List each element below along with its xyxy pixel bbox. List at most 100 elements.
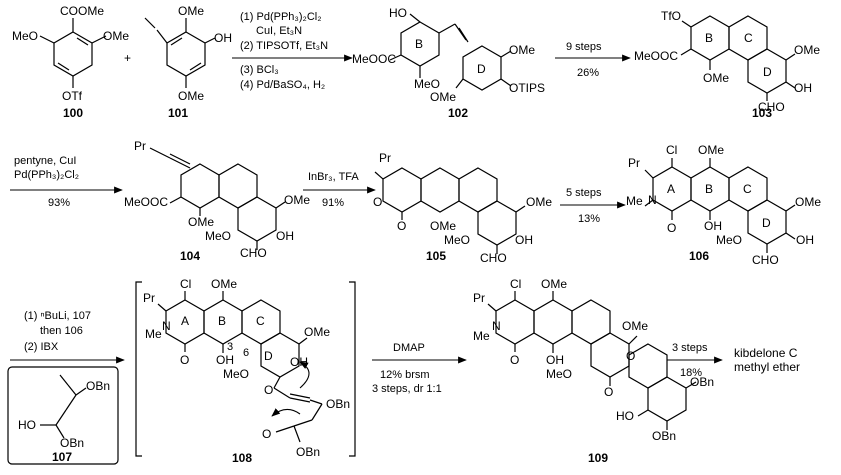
compound-108-sub-16: O	[264, 383, 273, 397]
compound-103-sub-1: MeOOC	[634, 49, 678, 63]
compound-107: OBn HO OBn 107	[7, 366, 119, 465]
compound-106-sub-14: CHO	[752, 253, 779, 267]
compound-108: Cl OMe Pr N A B C OMe Me O 3 OH 6 D OH M…	[143, 277, 350, 465]
compound-103-sub-6: OMe	[794, 43, 820, 57]
compound-101: OMe OH OMe 101	[144, 4, 232, 120]
compound-104-sub-5: OH	[276, 229, 294, 243]
compound-108-sub-13: D	[264, 349, 273, 363]
compound-103-sub-4: OMe	[703, 71, 729, 85]
arrow-5: 5 steps 13%	[560, 187, 626, 225]
arrow-8: 3 steps 18%	[667, 342, 723, 379]
compound-106: Cl OMe Pr N A B C OMe Me O OH D OH MeO C…	[626, 143, 821, 267]
compound-109-sub-9: O	[626, 349, 635, 363]
compound-104-sub-4: MeO	[205, 229, 231, 243]
compound-101-sub-1: OH	[214, 31, 232, 45]
arrow-8-below: 18%	[680, 367, 702, 379]
arrow-1-above-1: CuI, Et₃N	[256, 25, 302, 37]
arrow-6-above-1: then 106	[40, 325, 83, 337]
arrow-7-below-1: 3 steps, dr 1:1	[372, 383, 442, 395]
compound-105: Pr O O OMe OMe MeO OH CHO 105	[373, 151, 552, 265]
arrow-4-below: 91%	[322, 197, 344, 209]
compound-107-number: 107	[52, 450, 72, 464]
compound-109-bonds	[487, 291, 697, 430]
compound-103-sub-8: CHO	[758, 100, 785, 114]
compound-103-number: 103	[752, 106, 772, 120]
compound-102-sub-7: OTIPS	[509, 81, 545, 95]
compound-102: HO MeOOC B OMe MeO OMe D OTIPS 102	[352, 6, 545, 120]
product-line-2: methyl ether	[734, 360, 800, 374]
compound-109-sub-5: Me	[473, 329, 490, 343]
compound-106-sub-12: OH	[796, 233, 814, 247]
compound-108-sub-19: OBn	[296, 445, 320, 459]
compound-101-number: 101	[168, 106, 188, 120]
compound-104-sub-6: CHO	[240, 246, 267, 260]
compound-103-sub-2: B	[705, 31, 713, 45]
compound-103-sub-0: TfO	[661, 9, 681, 23]
arrow-1-below-0: (3) BCl₃	[240, 64, 279, 76]
compound-105-sub-6: OH	[515, 233, 533, 247]
compound-100: COOMe MeO OMe OTf 100	[12, 4, 129, 120]
bracket-left	[135, 281, 142, 457]
compound-105-sub-3: OMe	[526, 195, 552, 209]
compound-104-sub-2: OMe	[188, 215, 214, 229]
compound-104-sub-3: OMe	[284, 193, 310, 207]
compound-103-bonds	[680, 15, 796, 101]
compound-106-sub-13: MeO	[716, 233, 742, 247]
arrow-6-above-0: (1) ⁿBuLi, 107	[24, 310, 91, 322]
compound-107-sub-0: OBn	[86, 379, 110, 393]
arrow-2-below: 26%	[577, 67, 599, 79]
compound-102-number: 102	[448, 106, 468, 120]
bracket-right	[349, 281, 356, 457]
compound-109-sub-7: OH	[546, 353, 564, 367]
compound-102-sub-6: D	[477, 62, 486, 76]
arrow-1: (1) Pd(PPh₃)₂Cl₂ CuI, Et₃N (2) TIPSOTf, …	[232, 11, 353, 91]
compound-107-bonds	[40, 374, 87, 439]
product-line-1: kibdelone C	[734, 346, 798, 360]
compound-105-sub-4: OMe	[430, 219, 456, 233]
compound-109-sub-0: Cl	[510, 277, 521, 291]
compound-106-sub-6: C	[743, 182, 752, 196]
compound-100-sub-3: OTf	[62, 89, 83, 103]
compound-108-sub-2: Pr	[143, 291, 155, 305]
compound-108-sub-3: N	[162, 319, 171, 333]
arrow-1-above-2: (2) TIPSOTf, Et₃N	[240, 40, 328, 52]
compound-105-bonds	[374, 167, 526, 254]
compound-108-sub-18: O	[262, 427, 271, 441]
compound-109-sub-4: OMe	[622, 319, 648, 333]
compound-108-sub-14: OH	[290, 355, 308, 369]
compound-109-sub-6: O	[510, 353, 519, 367]
compound-106-number: 106	[689, 249, 709, 263]
compound-103-sub-3: C	[744, 31, 753, 45]
compound-106-sub-10: OH	[704, 219, 722, 233]
compound-108-sub-7: OMe	[304, 325, 330, 339]
compound-109: Cl OMe Pr N OMe Me O OH MeO O O OBn HO O…	[473, 277, 714, 465]
compound-109-sub-11: OBn	[690, 375, 714, 389]
compound-102-sub-0: HO	[389, 6, 407, 20]
arrow-2: 9 steps 26%	[555, 41, 631, 79]
compound-108-number: 108	[232, 451, 252, 465]
compound-107-sub-2: OBn	[60, 436, 84, 450]
compound-106-sub-7: OMe	[795, 195, 821, 209]
arrow-7-below-0: 12% brsm	[380, 369, 430, 381]
compound-108-sub-8: Me	[145, 327, 162, 341]
arrow-3-below-0: 93%	[48, 197, 70, 209]
compound-109-sub-13: OBn	[652, 429, 676, 443]
arrow-1-below-1: (4) Pd/BaSO₄, H₂	[240, 79, 325, 91]
arrow-3: pentyne, CuI Pd(PPh₃)₂Cl₂ 93%	[10, 155, 123, 209]
compound-104-bonds	[149, 147, 286, 250]
compound-100-sub-0: COOMe	[60, 4, 104, 18]
compound-103-sub-5: D	[763, 65, 772, 79]
compound-106-bonds	[644, 158, 796, 253]
compound-102-sub-4: MeO	[414, 77, 440, 91]
compound-104-sub-1: MeOOC	[124, 195, 168, 209]
arrow-8-above: 3 steps	[672, 342, 708, 354]
compound-108-sub-15: MeO	[223, 367, 249, 381]
compound-101-sub-0: OMe	[178, 4, 204, 18]
compound-106-sub-0: Cl	[666, 143, 677, 157]
compound-105-sub-7: CHO	[480, 251, 507, 265]
compound-103: TfO MeOOC B C OMe D OMe OH CHO 103	[634, 9, 820, 120]
compound-106-sub-5: B	[705, 182, 713, 196]
compound-104: Pr MeOOC OMe OMe MeO OH CHO 104	[124, 139, 310, 263]
compound-105-sub-0: Pr	[379, 151, 391, 165]
compound-108-sub-12: 6	[243, 347, 249, 359]
